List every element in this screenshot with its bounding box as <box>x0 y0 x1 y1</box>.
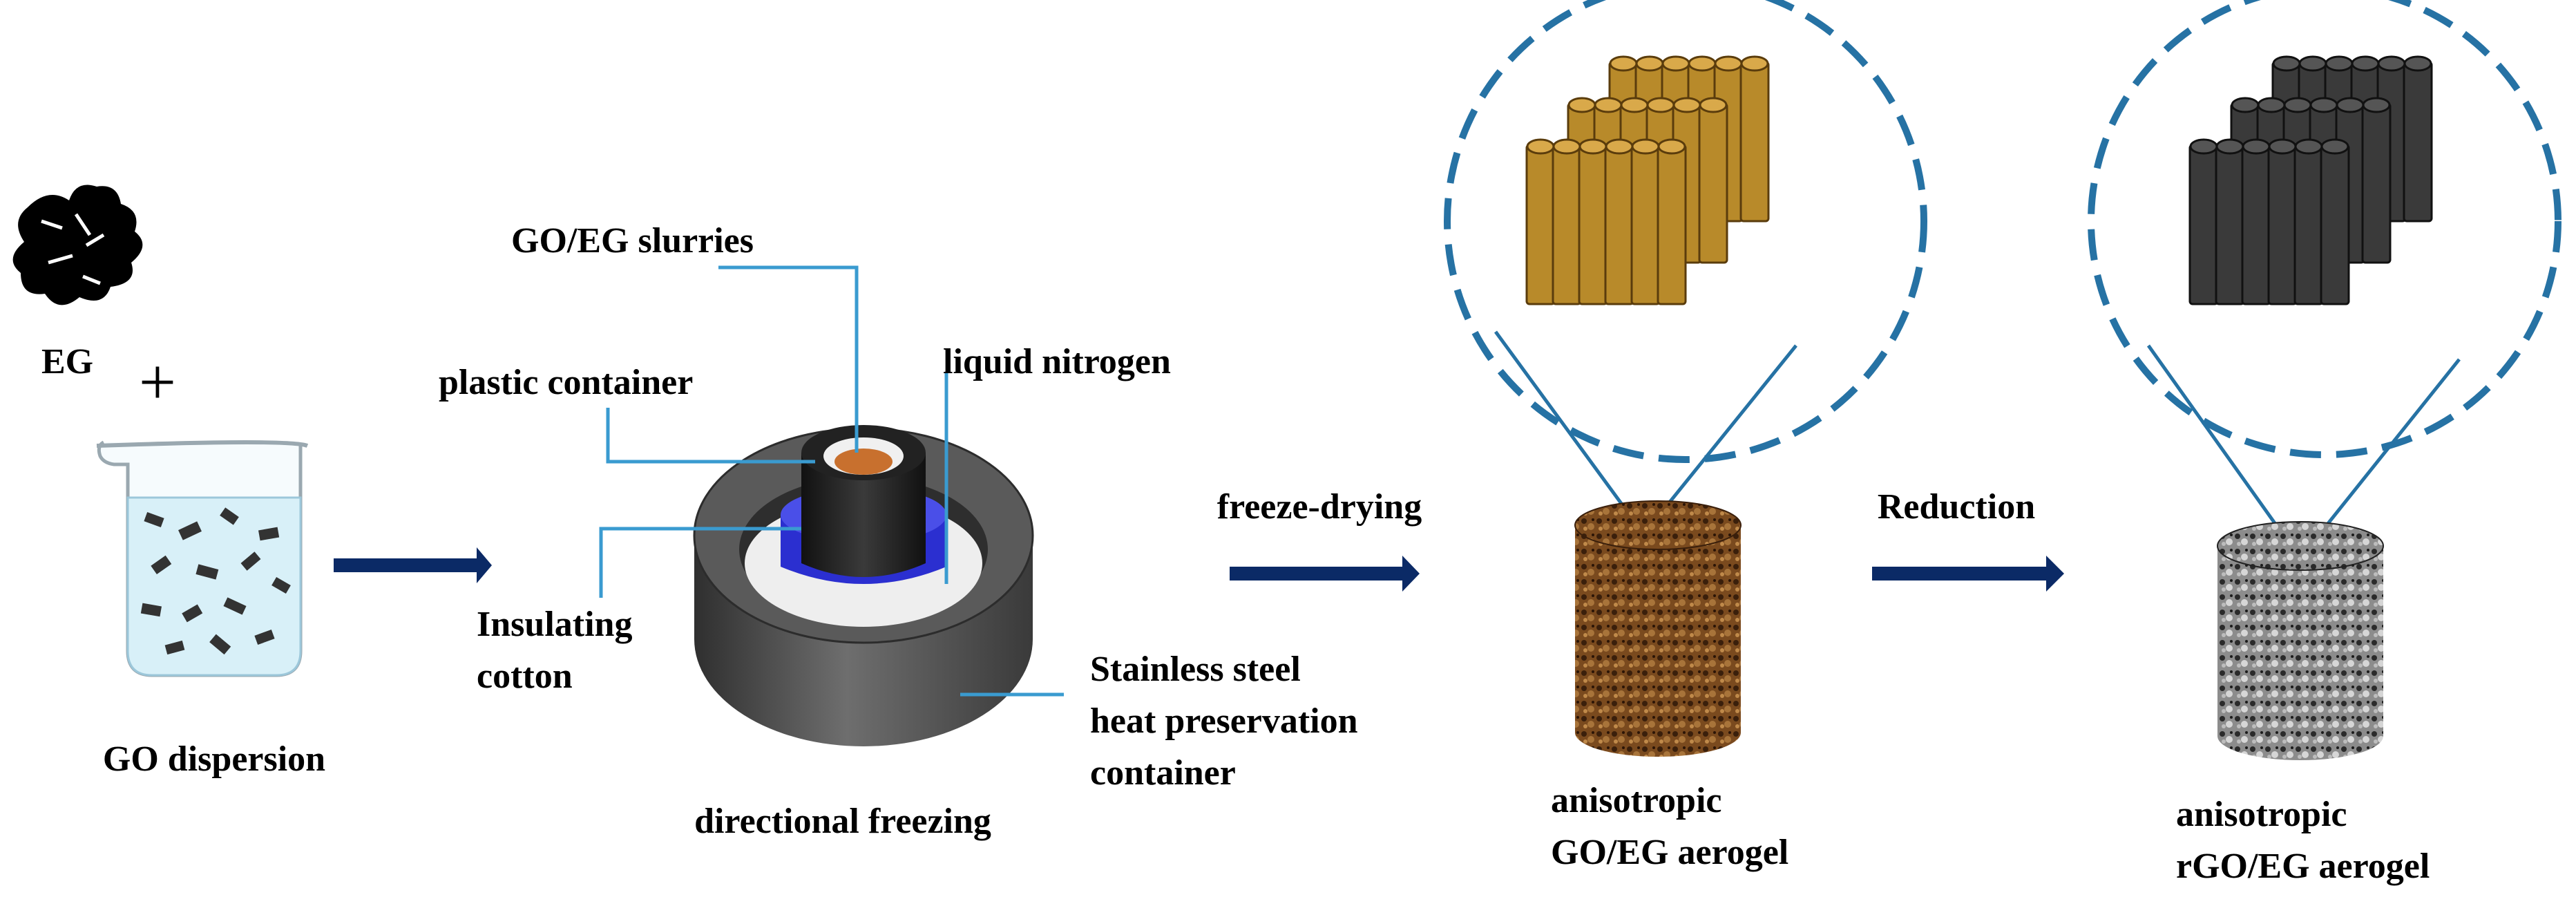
go-aerogel-label-line1: anisotropic <box>1551 781 1722 820</box>
rgo-aerogel-label-line2: rGO/EG aerogel <box>2176 847 2430 886</box>
steel-container-label-line3: container <box>1090 753 1236 793</box>
insulating-cotton-label-line1: Insulating <box>477 605 632 644</box>
plus-sign: + <box>139 345 176 419</box>
rgo-aerogel-cylinder <box>2217 521 2384 760</box>
insulating-cotton-label-line2: cotton <box>477 657 573 696</box>
process-arrow-1 <box>334 547 492 583</box>
rgo-aerogel-label-line1: anisotropic <box>2176 795 2347 834</box>
plastic-container-label: plastic container <box>439 363 693 402</box>
directional-freezing-label: directional freezing <box>694 802 991 841</box>
reduction-label: Reduction <box>1878 487 2035 527</box>
freezing-apparatus-icon <box>693 425 1034 746</box>
beaker-icon <box>96 440 309 677</box>
process-arrow-3 <box>1872 556 2064 592</box>
go-aerogel-label-line2: GO/EG aerogel <box>1551 833 1788 872</box>
leader-lines <box>599 265 1064 697</box>
eg-label: EG <box>41 342 93 381</box>
expanded-graphite-icon <box>12 185 143 305</box>
freeze-drying-label: freeze-drying <box>1217 487 1422 527</box>
go-aerogel-cylinder <box>1574 500 1742 757</box>
go-aerogel-magnified-view <box>1444 0 1927 527</box>
rgo-aerogel-magnified-view <box>2088 0 2561 551</box>
go-eg-slurries-label: GO/EG slurries <box>511 221 754 261</box>
process-arrow-2 <box>1230 556 1420 592</box>
steel-container-label-line2: heat preservation <box>1090 701 1358 741</box>
steel-container-label-line1: Stainless steel <box>1090 650 1301 689</box>
go-dispersion-label: GO dispersion <box>103 739 325 779</box>
liquid-nitrogen-label: liquid nitrogen <box>943 342 1171 381</box>
